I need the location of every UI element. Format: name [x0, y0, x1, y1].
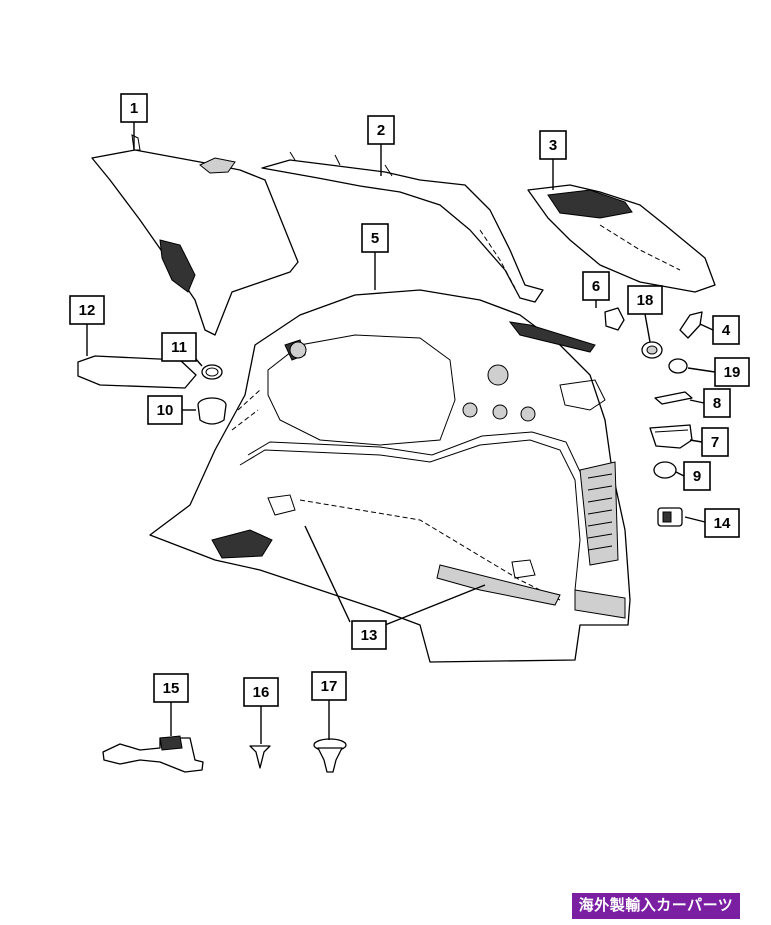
- part-14-switch: [657, 507, 683, 527]
- callout-4: 4: [712, 315, 740, 345]
- part-11-ring: [201, 364, 223, 380]
- callout-10: 10: [147, 395, 183, 425]
- svg-text:3: 3: [549, 137, 557, 154]
- svg-text:10: 10: [157, 402, 174, 419]
- svg-text:12: 12: [79, 302, 96, 319]
- svg-text:7: 7: [711, 434, 719, 451]
- svg-text:16: 16: [253, 684, 270, 701]
- callout-13: 13: [351, 620, 387, 650]
- part-7-bin: [649, 424, 693, 449]
- svg-text:6: 6: [592, 278, 600, 295]
- part-5-quarter-panel: [149, 289, 631, 663]
- part-10-cup-holder: [197, 397, 227, 425]
- svg-text:2: 2: [377, 122, 385, 139]
- callout-9: 9: [683, 461, 711, 491]
- callout-18: 18: [627, 285, 663, 315]
- svg-text:19: 19: [724, 364, 741, 381]
- svg-text:8: 8: [713, 395, 721, 412]
- svg-text:5: 5: [371, 230, 379, 247]
- part-17-clip: [313, 738, 347, 773]
- watermark-banner: 海外製輸入カーパーツ: [572, 893, 740, 919]
- svg-text:13: 13: [361, 627, 378, 644]
- callout-12: 12: [69, 295, 105, 325]
- part-19-cap: [668, 358, 688, 374]
- callout-1: 1: [120, 93, 148, 123]
- part-8-cover: [654, 391, 693, 405]
- svg-text:1: 1: [130, 100, 138, 117]
- part-9-plug: [653, 461, 677, 479]
- svg-text:14: 14: [714, 515, 731, 532]
- callout-6: 6: [582, 271, 610, 301]
- callout-5: 5: [361, 223, 389, 253]
- svg-text:11: 11: [171, 339, 187, 356]
- part-4-hook: [679, 311, 703, 339]
- part-15-tether: [102, 735, 204, 773]
- svg-text:17: 17: [321, 678, 338, 695]
- svg-text:18: 18: [637, 292, 654, 309]
- callout-3: 3: [539, 130, 567, 160]
- part-1-pillar-trim: [91, 134, 299, 336]
- callout-15: 15: [153, 673, 189, 703]
- svg-text:15: 15: [163, 680, 180, 697]
- callout-16: 16: [243, 677, 279, 707]
- part-6-clip: [604, 307, 625, 331]
- part-16-push-pin: [249, 745, 271, 769]
- part-18-grommet: [641, 341, 663, 359]
- callout-14: 14: [704, 508, 740, 538]
- callout-19: 19: [714, 357, 750, 387]
- callout-8: 8: [703, 388, 731, 418]
- callout-11: 11: [161, 332, 197, 362]
- part-12-trim-strip: [77, 355, 197, 389]
- svg-text:4: 4: [722, 322, 731, 339]
- svg-text:9: 9: [693, 468, 701, 485]
- part-2-upper-trim: [261, 151, 544, 303]
- callout-7: 7: [701, 427, 729, 457]
- callout-2: 2: [367, 115, 395, 145]
- part-3-rear-trim: [527, 184, 716, 293]
- callout-17: 17: [311, 671, 347, 701]
